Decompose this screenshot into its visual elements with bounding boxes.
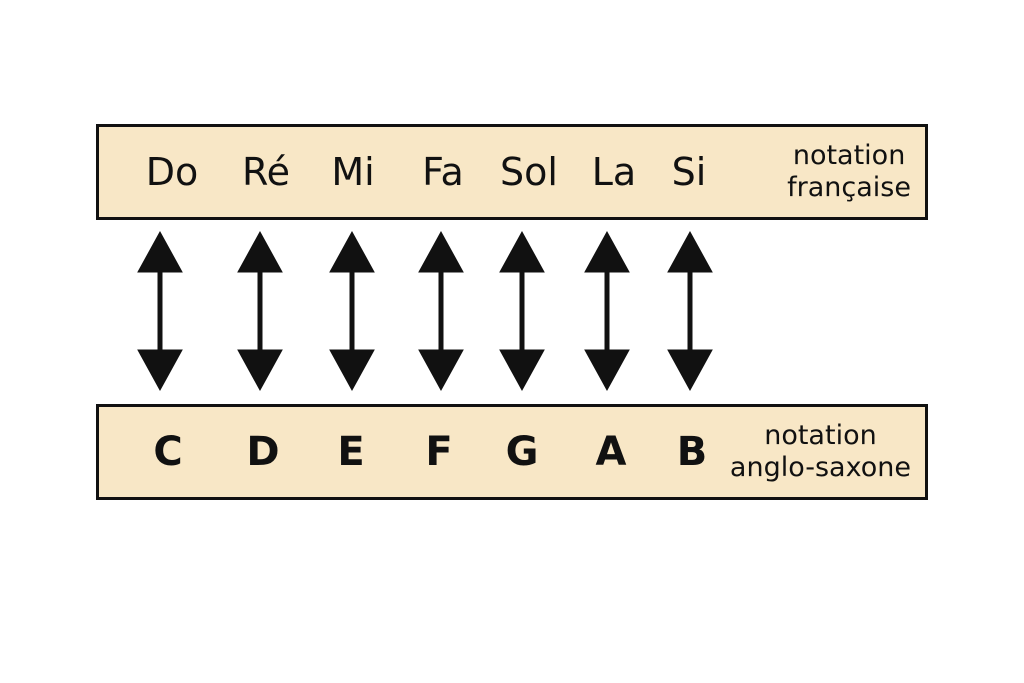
label-line1: notation	[764, 420, 877, 451]
note-c: C	[153, 429, 183, 475]
double-arrow-icon	[137, 230, 183, 392]
note-a: A	[595, 429, 627, 475]
double-arrow-icon	[584, 230, 630, 392]
english-notation-band: C D E F G A B notation anglo-saxone	[96, 404, 928, 500]
french-notation-band: Do Ré Mi Fa Sol La Si notation française	[96, 124, 928, 220]
note-g: G	[505, 429, 539, 475]
double-arrow-icon	[237, 230, 283, 392]
note-d: D	[246, 429, 280, 475]
note-sol: Sol	[500, 150, 558, 194]
french-notation-label: notation française	[787, 140, 911, 204]
double-arrow-icon	[499, 230, 545, 392]
english-notation-label: notation anglo-saxone	[730, 420, 911, 484]
double-arrow-icon	[418, 230, 464, 392]
double-arrow-icon	[667, 230, 713, 392]
note-la: La	[591, 150, 637, 194]
label-line1: notation	[792, 140, 906, 171]
note-do: Do	[145, 150, 199, 194]
note-si: Si	[671, 150, 707, 194]
note-e: E	[337, 429, 365, 475]
double-arrow-icon	[329, 230, 375, 392]
label-line2: française	[787, 172, 911, 203]
note-mi: Mi	[331, 150, 375, 194]
note-fa: Fa	[422, 150, 464, 194]
note-f: F	[425, 429, 453, 475]
label-line2: anglo-saxone	[729, 452, 911, 483]
note-re: Ré	[241, 150, 291, 194]
note-b: B	[676, 429, 708, 475]
